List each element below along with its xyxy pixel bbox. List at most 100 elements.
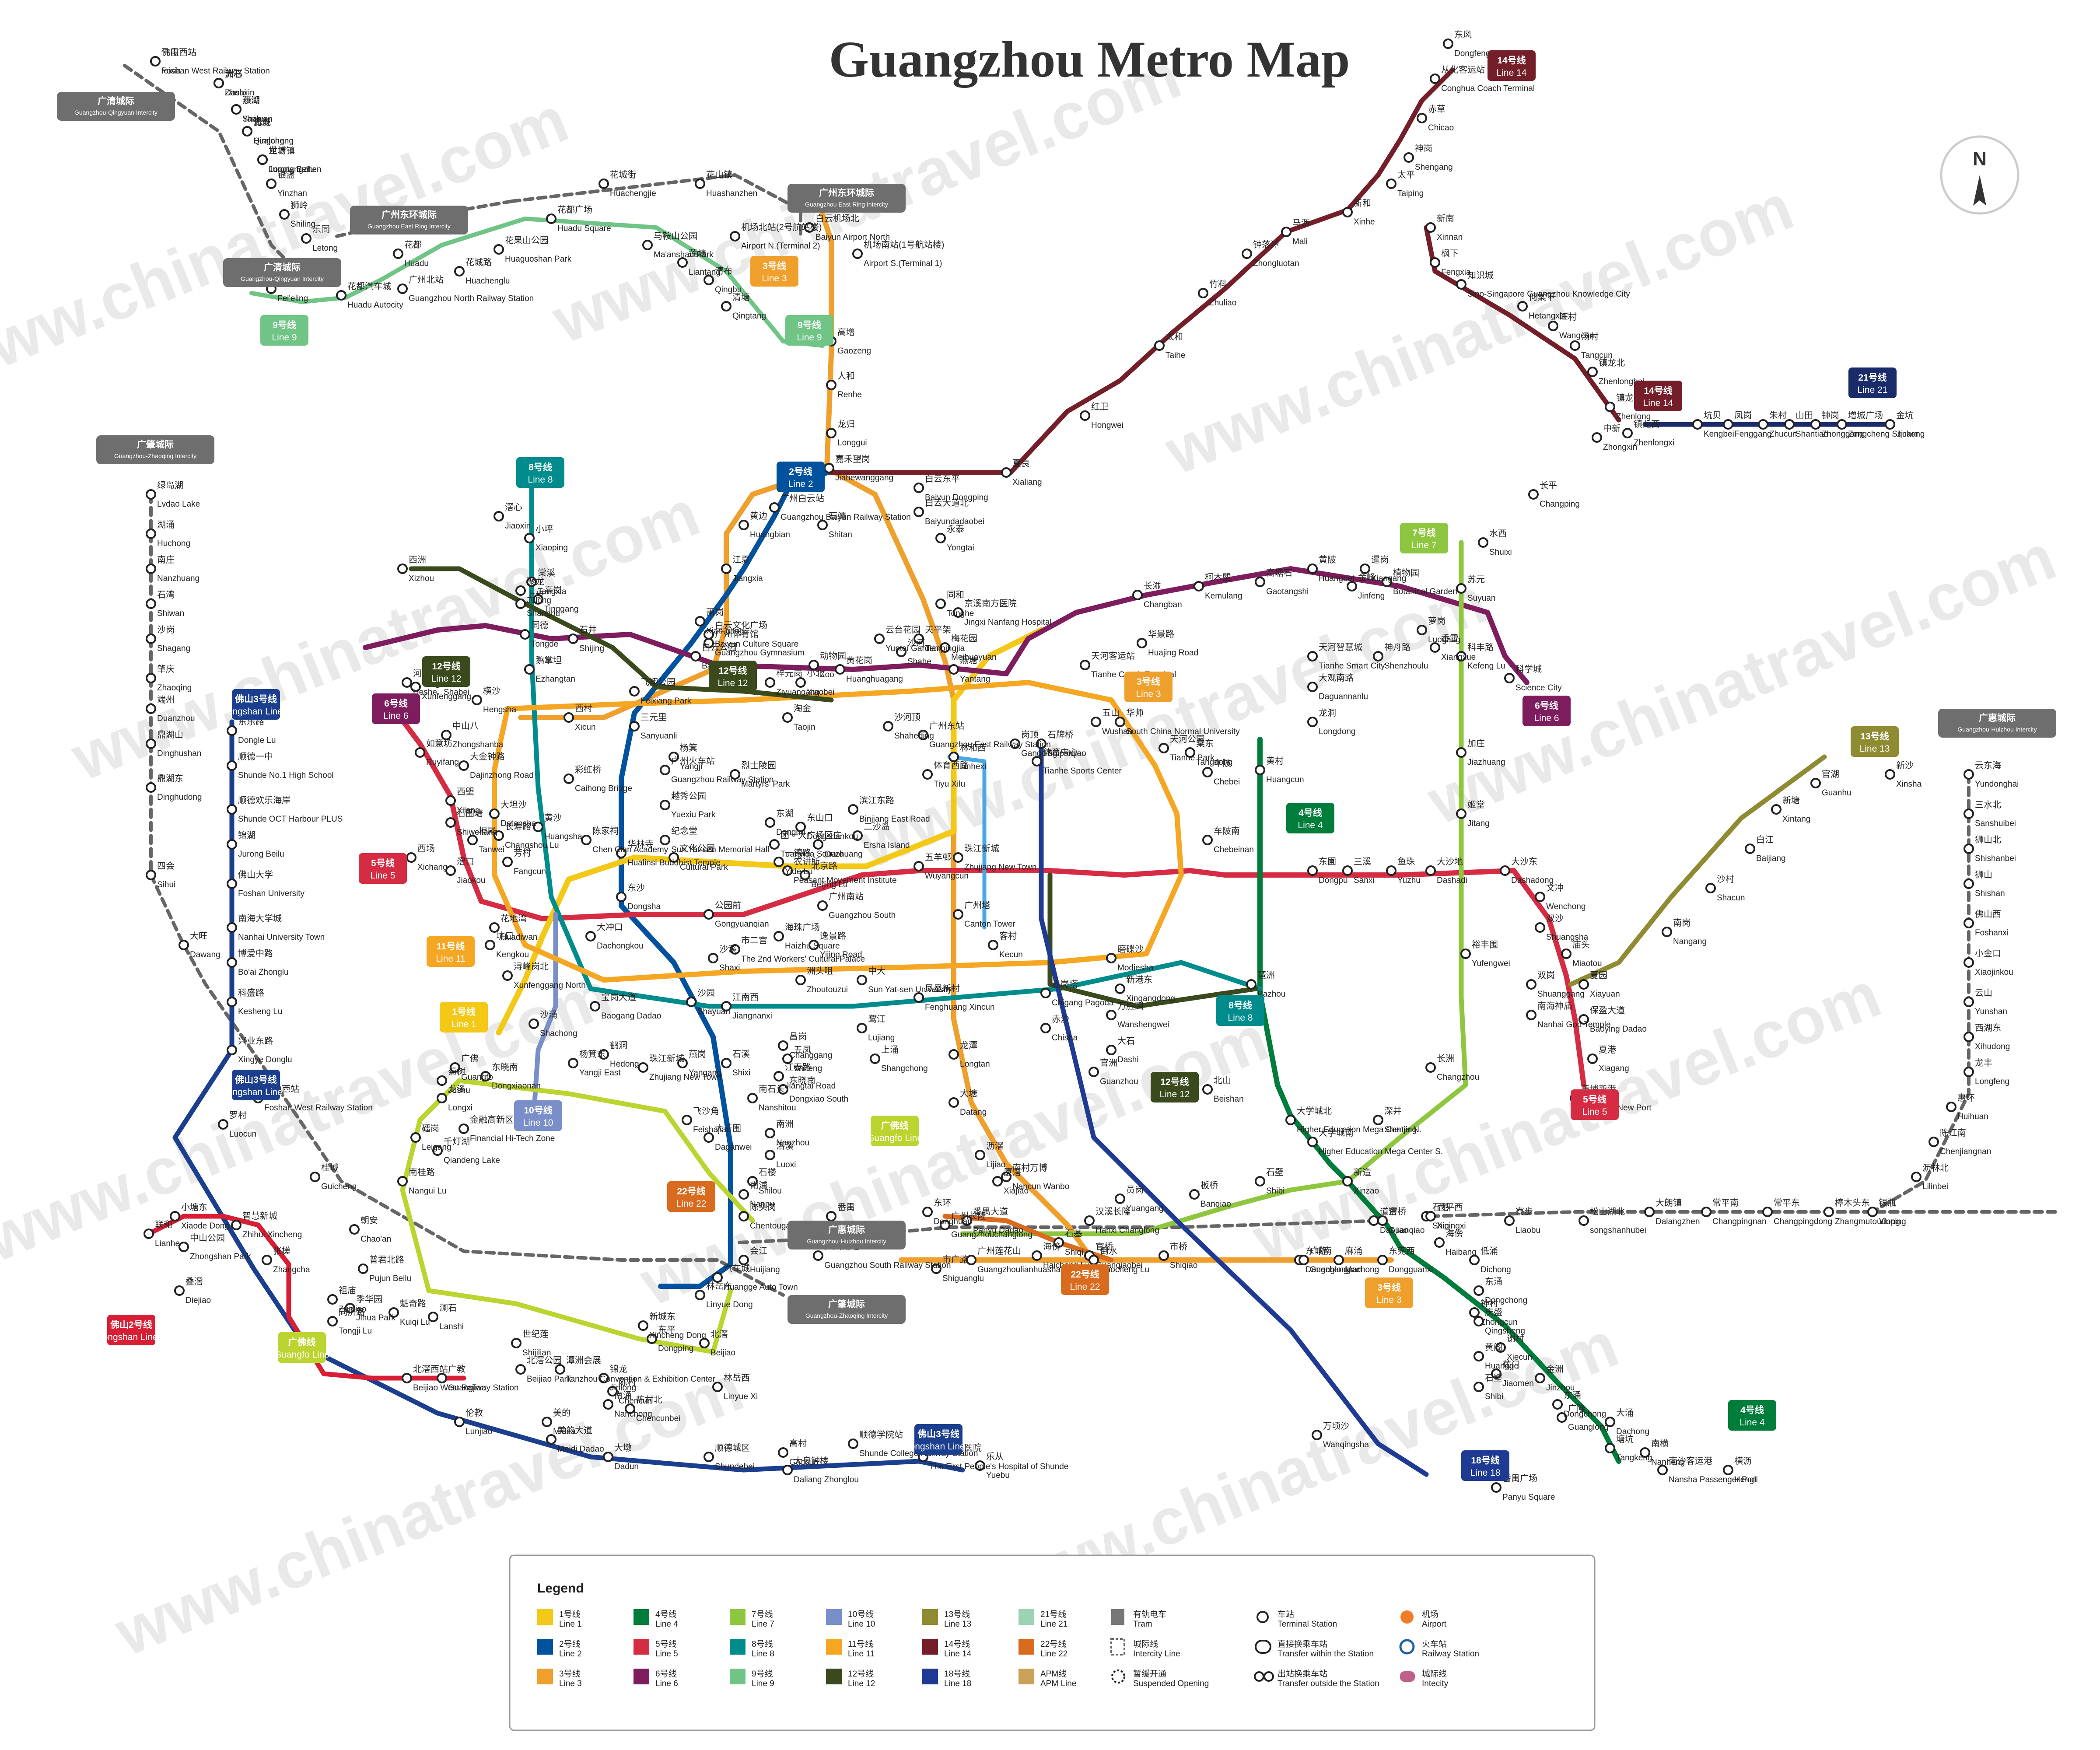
station-dot[interactable]	[857, 975, 867, 985]
station-dot[interactable]	[896, 647, 906, 657]
station-dot[interactable]	[178, 1242, 189, 1252]
station-dot[interactable]	[1443, 38, 1453, 49]
station-dot[interactable]	[638, 1062, 648, 1073]
station-dot[interactable]	[782, 1465, 793, 1475]
station-dot[interactable]	[704, 1452, 714, 1462]
station-dot[interactable]	[458, 1124, 469, 1134]
station-dot[interactable]	[528, 1018, 539, 1029]
station-dot[interactable]	[1605, 1417, 1615, 1427]
station-dot[interactable]	[795, 822, 806, 832]
station-dot[interactable]	[1535, 892, 1545, 902]
station-dot[interactable]	[1198, 288, 1208, 298]
station-dot[interactable]	[1928, 1137, 1939, 1147]
station-dot[interactable]	[1885, 419, 1895, 430]
station-dot[interactable]	[1242, 248, 1252, 259]
station-dot[interactable]	[227, 997, 237, 1007]
station-dot[interactable]	[1592, 432, 1602, 443]
station-dot[interactable]	[1474, 1351, 1484, 1362]
station-dot[interactable]	[242, 126, 252, 136]
station-dot[interactable]	[524, 533, 535, 543]
station-dot[interactable]	[146, 782, 156, 793]
station-dot[interactable]	[564, 774, 574, 784]
station-dot[interactable]	[738, 1189, 749, 1200]
station-dot[interactable]	[824, 463, 834, 473]
station-dot[interactable]	[1705, 883, 1716, 893]
station-dot[interactable]	[279, 209, 290, 220]
station-dot[interactable]	[1255, 1176, 1265, 1186]
station-dot[interactable]	[1137, 638, 1147, 648]
station-dot[interactable]	[349, 1224, 360, 1235]
station-dot[interactable]	[1032, 756, 1042, 766]
station-dot[interactable]	[616, 848, 626, 858]
station-dot[interactable]	[940, 642, 950, 653]
station-dot[interactable]	[1106, 953, 1116, 963]
station-dot[interactable]	[301, 233, 312, 244]
station-dot[interactable]	[1080, 660, 1090, 670]
station-dot[interactable]	[415, 747, 425, 758]
station-dot[interactable]	[437, 1373, 447, 1383]
station-dot[interactable]	[1456, 747, 1466, 758]
station-dot[interactable]	[730, 769, 740, 780]
station-dot[interactable]	[1158, 743, 1169, 753]
station-dot[interactable]	[782, 712, 793, 723]
station-dot[interactable]	[1430, 642, 1440, 653]
station-dot[interactable]	[266, 178, 276, 189]
station-dot[interactable]	[1404, 152, 1414, 163]
station-dot[interactable]	[146, 870, 156, 880]
station-dot[interactable]	[1158, 1250, 1169, 1261]
station-dot[interactable]	[1526, 979, 1536, 990]
station-dot[interactable]	[948, 1097, 959, 1108]
station-dot[interactable]	[953, 607, 963, 618]
station-dot[interactable]	[1132, 590, 1143, 600]
station-dot[interactable]	[227, 922, 237, 933]
station-dot[interactable]	[146, 634, 156, 644]
station-dot[interactable]	[1552, 1399, 1563, 1410]
station-dot[interactable]	[1964, 918, 1974, 928]
station-dot[interactable]	[922, 1207, 933, 1217]
station-dot[interactable]	[1456, 279, 1466, 290]
station-dot[interactable]	[953, 909, 963, 920]
station-dot[interactable]	[437, 1093, 447, 1103]
station-dot[interactable]	[467, 835, 478, 845]
station-dot[interactable]	[677, 1058, 688, 1068]
station-dot[interactable]	[607, 1386, 618, 1396]
station-dot[interactable]	[1701, 1207, 1712, 1217]
station-dot[interactable]	[660, 835, 670, 845]
station-dot[interactable]	[1154, 340, 1165, 351]
station-dot[interactable]	[922, 769, 933, 780]
station-dot[interactable]	[214, 78, 224, 88]
station-dot[interactable]	[857, 1023, 867, 1033]
station-dot[interactable]	[1106, 1045, 1116, 1055]
station-dot[interactable]	[874, 634, 885, 644]
station-dot[interactable]	[1762, 1207, 1773, 1217]
station-dot[interactable]	[227, 725, 237, 736]
station-dot[interactable]	[546, 1434, 556, 1445]
station-dot[interactable]	[682, 1115, 692, 1125]
station-dot[interactable]	[1417, 113, 1427, 123]
station-dot[interactable]	[485, 940, 495, 950]
station-dot[interactable]	[738, 1211, 749, 1222]
station-dot[interactable]	[914, 483, 924, 493]
station-dot[interactable]	[1469, 1255, 1480, 1265]
station-dot[interactable]	[388, 1307, 399, 1318]
station-dot[interactable]	[218, 1119, 228, 1130]
station-dot[interactable]	[712, 1382, 723, 1392]
station-dot[interactable]	[848, 1438, 858, 1449]
station-dot[interactable]	[533, 822, 543, 832]
station-dot[interactable]	[410, 682, 421, 692]
station-dot[interactable]	[813, 839, 823, 850]
station-dot[interactable]	[450, 1062, 460, 1073]
station-dot[interactable]	[826, 428, 836, 438]
station-dot[interactable]	[1964, 878, 1974, 889]
station-dot[interactable]	[555, 1364, 565, 1375]
station-dot[interactable]	[1255, 577, 1265, 587]
station-dot[interactable]	[520, 629, 530, 640]
station-dot[interactable]	[1460, 948, 1471, 959]
station-dot[interactable]	[852, 248, 863, 259]
